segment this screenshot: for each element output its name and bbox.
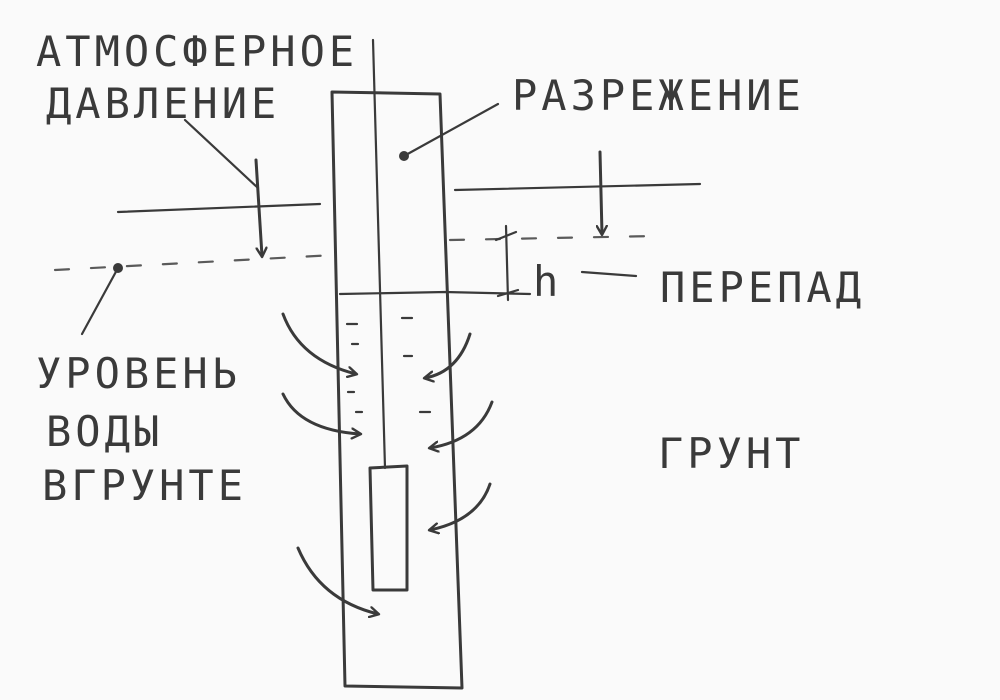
groundwater-level-right	[448, 234, 657, 242]
soil-label: ГРУНТ	[658, 429, 804, 478]
inflow-arrow	[281, 312, 356, 374]
well-casing	[330, 90, 464, 690]
inflow-arrow	[296, 546, 378, 614]
atmospheric-pressure-arrow	[254, 158, 262, 256]
water-level-label-line1: УРОВЕНЬ	[36, 349, 241, 398]
pressure-drop-leader	[580, 270, 638, 278]
h-dimension-line	[504, 224, 510, 302]
inflow-arrow	[430, 400, 494, 448]
water-level-leader	[80, 266, 120, 336]
inner-water-level	[338, 290, 532, 296]
vacuum-label: РАЗРЕЖЕНИЕ	[512, 71, 805, 120]
h-tick-bottom	[496, 288, 520, 298]
right-pressure-arrow	[600, 150, 602, 234]
atmospheric-leader	[183, 118, 260, 190]
pressure-drop-label: ПЕРЕПАД	[660, 263, 865, 312]
suction-pipe	[371, 38, 387, 470]
atmospheric-pressure-label-line2: ДАВЛЕНИЕ	[46, 79, 280, 128]
pump-filter	[368, 464, 409, 592]
vacuum-leader	[402, 102, 500, 158]
atmospheric-pressure-label-line1: АТМОСФЕРНОЕ	[36, 27, 358, 76]
h-tick-top	[494, 230, 518, 242]
inflow-arrow	[430, 482, 492, 530]
inflow-arrow	[425, 332, 472, 378]
inflow-arrow	[281, 392, 360, 434]
water-level-label-line2: ВОДЫ	[46, 407, 163, 456]
groundwater-level-left	[53, 253, 337, 272]
h-symbol: h	[533, 257, 562, 306]
ground-surface-right	[453, 182, 702, 192]
water-level-label-line3: ВГРУНТЕ	[42, 461, 247, 510]
ground-surface-left	[116, 202, 322, 214]
